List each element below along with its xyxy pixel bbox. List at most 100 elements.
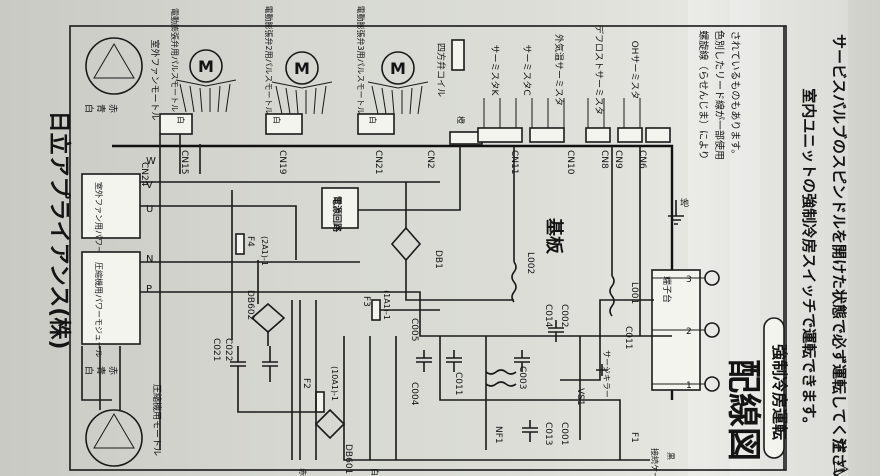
connector-row (159, 113, 671, 145)
fan-power-module-label: 室外ファン用パワーモジュール (94, 182, 104, 293)
pin-n: N (146, 254, 153, 265)
connector-label: CN2 (425, 150, 435, 169)
capacitors-c021-c022: C021 C022 (211, 338, 278, 382)
ground-icon (668, 200, 684, 225)
pulse-motor-3: M 電動膨張弁3用パルスモートル (356, 5, 429, 115)
pulse-motor-2-label: 電動膨張弁2用パルスモートル (264, 5, 274, 114)
connector-label: CN15 (179, 150, 189, 174)
nf1-label: NF1 (493, 426, 503, 444)
fan-winding (93, 43, 135, 79)
inductor-l002 (511, 261, 517, 303)
pulse-motor-1: M 電動膨張弁用パルスモートル (170, 8, 237, 113)
inductor-l001 (609, 275, 615, 317)
terminals (652, 270, 720, 392)
pulse-motor-2: M 電動膨張弁2用パルスモートル (264, 5, 333, 115)
c002-label: C002 (559, 304, 569, 327)
fourway-coil (451, 39, 465, 71)
company-name: 日立アプライアンス(株) (46, 111, 72, 350)
motor-m-label: M (294, 59, 310, 78)
terminal-label: 端子台 (661, 276, 673, 303)
bridge-rectifier-db1 (390, 226, 422, 262)
connector-label: CN24 (139, 162, 149, 187)
compressor-power-module-label: 圧縮機用パワーモジュール (94, 262, 104, 357)
pin-v: V (146, 180, 153, 191)
surge-killer-label: サージキラー (602, 350, 611, 398)
film-capacitors (416, 320, 564, 442)
wire-color: 赤 (107, 366, 118, 375)
forced-op-line2: サービスバルブのスピンドルを開けた状態で必ず運転してください。 (830, 34, 848, 476)
c022-label: C022 (223, 338, 233, 361)
connector-label: CN21 (373, 150, 383, 174)
f1-label: F1 (629, 432, 639, 443)
power-circuit-label: 電源回路 (331, 196, 343, 233)
fan-motor-label: 室外ファンモートル (149, 39, 161, 120)
wiring-traces (81, 134, 672, 461)
diagram-title: 配線図 (723, 359, 763, 461)
power-cable-label: 接続ケーブル (650, 448, 660, 476)
connector-label: CN6 (637, 150, 647, 169)
board-label: 基板 (543, 217, 565, 255)
fan-power-module (81, 173, 141, 239)
c001-label: C001 (559, 422, 569, 445)
wire-color: 白 (370, 468, 380, 476)
forced-op-line1: 室内ユニットの強制冷房スイッチで運転できます。 (800, 88, 818, 432)
thermistor-label: OHサーミスタ (629, 41, 640, 100)
f4-label: F4 (245, 236, 255, 247)
connector-label: CN8 (599, 150, 609, 169)
glare (730, 0, 760, 476)
thermistors: サーミスタK サーミスタC 外気温サーミスタ デフロストサーミスタ OHサーミス… (483, 25, 641, 128)
noise-filter-nf1 (485, 369, 517, 387)
wire-color: 赤 (107, 104, 118, 113)
compressor-motor (85, 409, 143, 467)
f2-value: (10A1)-1 (330, 366, 339, 401)
varistor (596, 364, 608, 376)
power-circuit-box (321, 187, 359, 229)
wire-color: 黒 (666, 452, 675, 460)
wire-color: 青 (95, 366, 107, 375)
screw-note-1: 螺旋線（らせんじま）により (697, 30, 710, 160)
connector-label: CN19 (277, 150, 287, 175)
fuse-f3 (371, 299, 381, 321)
c021-label: C021 (211, 338, 221, 361)
wire-color: 白 (176, 116, 186, 124)
motor-m-label: M (390, 59, 406, 78)
pin-w: W (146, 156, 156, 167)
bridge-rectifier-db601 (314, 408, 346, 440)
db602-label: DB602 (245, 290, 255, 320)
compressor-motor-label: 圧縮機用モートル (151, 384, 163, 456)
motor-m-label: M (198, 57, 214, 76)
pulse-motor-3-label: 電動膨張弁3用パルスモートル (356, 5, 366, 114)
c003-label: C003 (517, 366, 527, 389)
c013-label: C013 (543, 422, 553, 445)
wire-color: 白 (83, 366, 95, 375)
f3-label: F3 (361, 296, 371, 307)
terminal-1: 1 (686, 381, 692, 391)
compressor-winding (93, 413, 135, 449)
main-board-outline (112, 144, 674, 400)
warning-icon: ⚠ (829, 460, 853, 476)
forced-op-note: 注 (830, 438, 848, 453)
pulse-motor-1-label: 電動膨張弁用パルスモートル (170, 8, 180, 112)
connector-label: CN9 (613, 150, 623, 169)
wire-color-labels: 白 青 赤 白 青 赤 白 白 白 橙 赤 白 黒 (83, 104, 675, 476)
f4-value: (2A1)-1 (260, 236, 269, 266)
c011-label: C011 (453, 372, 463, 395)
ground-label: 地 (680, 197, 689, 209)
fuse-f2 (315, 391, 325, 413)
l001-label: L001 (629, 282, 639, 304)
terminal-2: 2 (686, 327, 692, 337)
fan-motor (85, 37, 143, 95)
thermistor-label: デフロストサーミスタ (593, 25, 605, 115)
c004-label: C004 (409, 382, 419, 406)
thermistor-label: 外気温サーミスタ (553, 34, 565, 106)
connector-label: CN10 (565, 150, 575, 175)
wire-color: 白 (272, 116, 282, 124)
pin-p: P (146, 284, 152, 295)
wire-color: 赤 (298, 468, 307, 476)
thermistor-label: サーミスタK (489, 45, 500, 97)
screw-note-3: されているものもあります。 (729, 31, 741, 160)
screw-note-2: 色別したリード線が一部使用 (713, 30, 726, 160)
diagram-border (69, 25, 787, 471)
wire-color: 白 (83, 104, 95, 113)
